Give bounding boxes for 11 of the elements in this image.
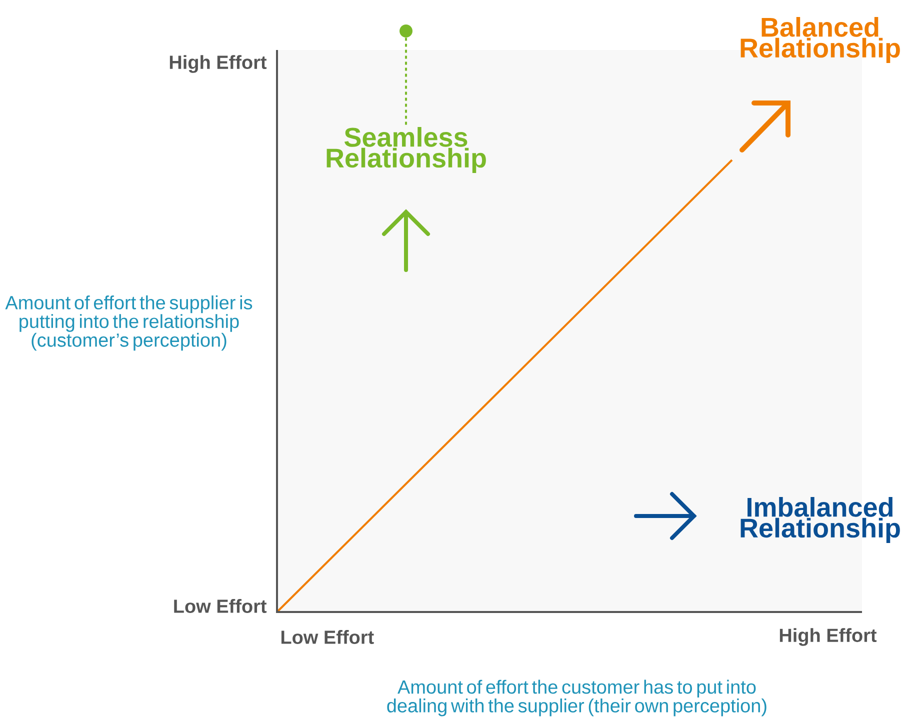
quadrant-label: Imbalanced Relationship: [740, 497, 900, 543]
axis-title: Amount of effort the customer has to put into dealing with the supplier (their own perception): [387, 680, 766, 716]
quadrant-label: Seamless Relationship: [326, 127, 486, 173]
axis-label: High Effort: [170, 55, 267, 73]
quadrant-label: Balanced Relationship: [740, 17, 900, 63]
marker-dot: [400, 24, 412, 38]
axis-title: Amount of effort the supplier is putting into the relationship (customer’s perception): [5, 295, 252, 351]
leader-line: [405, 38, 407, 125]
axis-label: Low Effort: [174, 599, 267, 613]
axis-label: High Effort: [780, 628, 877, 646]
axis-label: Low Effort: [281, 630, 374, 644]
